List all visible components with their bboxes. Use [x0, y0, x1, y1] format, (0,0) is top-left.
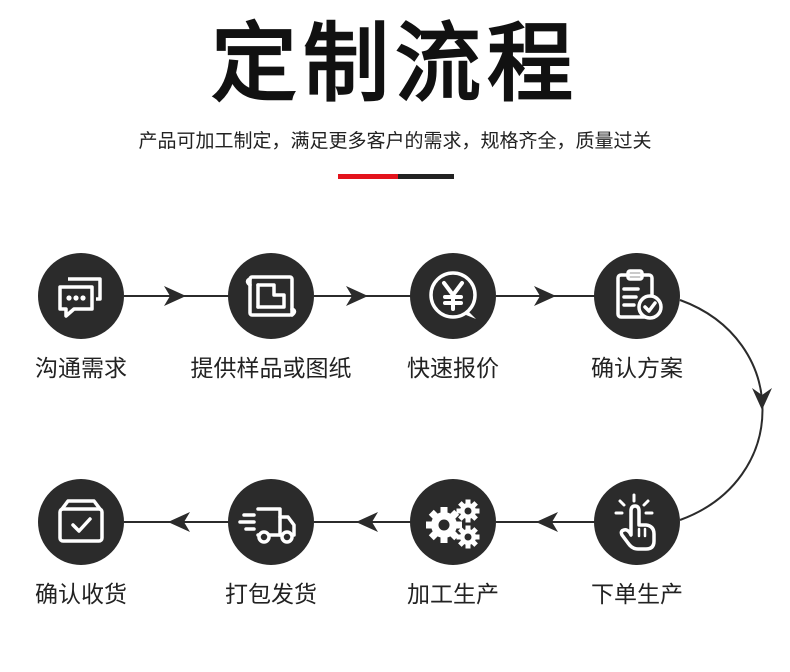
- step-circle: [38, 479, 124, 565]
- arrow-2-3: [346, 286, 368, 306]
- step-circle: [38, 253, 124, 339]
- blueprint-scroll-icon: [245, 275, 297, 317]
- step-processing: 加工生产: [407, 479, 499, 608]
- step-confirm-plan: 确认方案: [591, 253, 683, 382]
- step-label: 沟通需求: [35, 356, 127, 382]
- step-label: 下单生产: [591, 582, 683, 608]
- step-circle: [228, 479, 314, 565]
- page-title: 定制流程: [211, 14, 579, 114]
- step-label: 提供样品或图纸: [190, 356, 352, 382]
- arrow-4-5: [752, 388, 772, 410]
- step-label: 加工生产: [407, 582, 499, 608]
- arrow-1-2: [164, 286, 186, 306]
- arrow-6-7: [356, 512, 378, 532]
- clipboard-check-icon: [616, 269, 663, 320]
- step-circle: [594, 253, 680, 339]
- gears-icon: [426, 499, 480, 549]
- step-receive: 确认收货: [35, 479, 127, 608]
- step-label: 确认方案: [591, 356, 683, 382]
- page-subtitle: 产品可加工制定，满足更多客户的需求，规格齐全，质量过关: [138, 130, 652, 152]
- divider-dark: [398, 174, 454, 179]
- step-circle: [410, 479, 496, 565]
- step-circle: [410, 253, 496, 339]
- arrow-7-8: [168, 512, 190, 532]
- delivery-truck-icon: [238, 507, 296, 544]
- step-sample-drawing: 提供样品或图纸: [191, 253, 352, 382]
- step-label: 打包发货: [225, 582, 317, 608]
- arrow-5-6: [536, 512, 558, 532]
- step-ship: 打包发货: [225, 479, 317, 608]
- chat-bubbles-icon: [58, 277, 102, 318]
- yen-price-icon: [429, 271, 477, 319]
- step-circle: [594, 479, 680, 565]
- step-quote: 快速报价: [407, 253, 499, 382]
- step-label: 确认收货: [35, 582, 127, 608]
- connector-4-5: [679, 299, 764, 521]
- step-circle: [228, 253, 314, 339]
- arrow-3-4: [534, 286, 556, 306]
- step-communicate: 沟通需求: [35, 253, 127, 382]
- divider-accent: [338, 174, 398, 179]
- package-check-icon: [58, 499, 104, 543]
- tap-hand-icon: [614, 493, 656, 551]
- step-label: 快速报价: [407, 356, 499, 382]
- step-place-order: 下单生产: [591, 479, 683, 608]
